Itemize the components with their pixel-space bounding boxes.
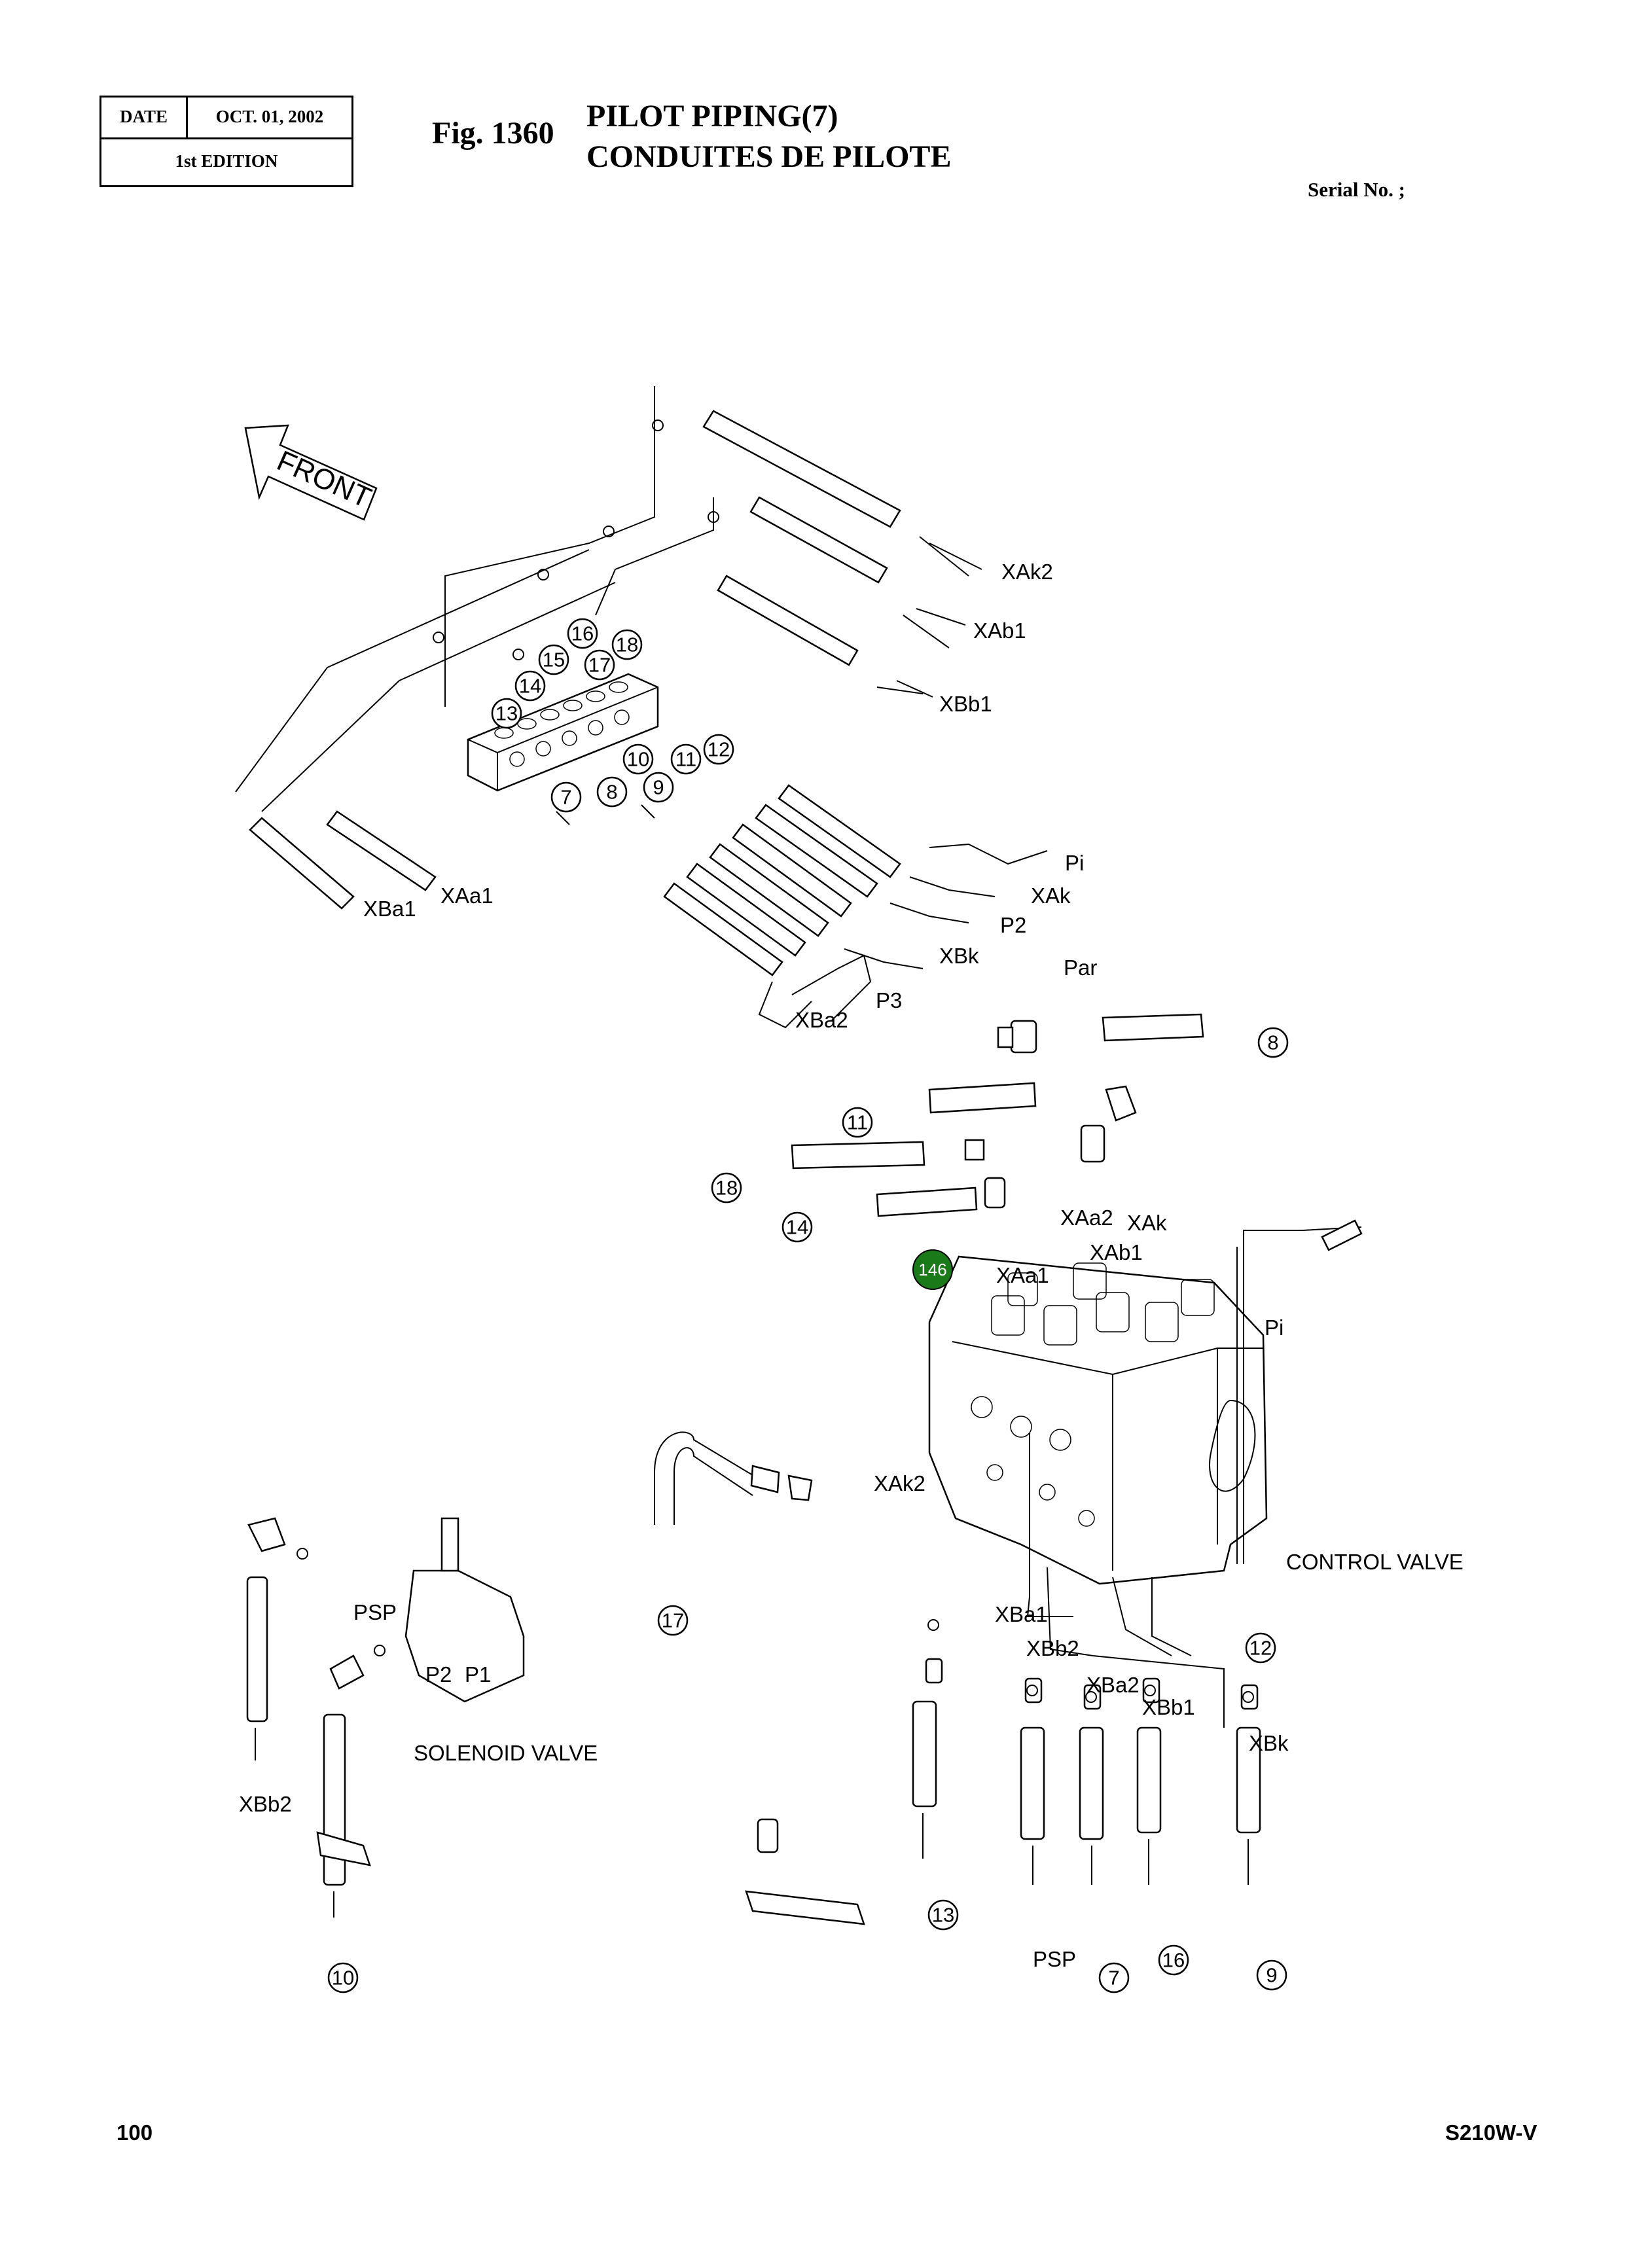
valve-ref-callouts: 8 11 18 14 17 12 10 13 7 16 9 [327, 1027, 1289, 1993]
callout-14: 14 [519, 675, 541, 698]
port-label-xaa1: XAa1 [440, 884, 494, 908]
solenoid-label-psp: PSP [353, 1600, 397, 1624]
valve-label-xbb1: XBb1 [1142, 1695, 1195, 1719]
callout-8: 8 [606, 781, 617, 804]
date-edition-box: DATE OCT. 01, 2002 1st EDITION [99, 96, 353, 187]
ref-callout-8: 8 [1267, 1031, 1278, 1054]
block-item-callouts: 16 18 15 17 14 13 10 11 12 7 8 9 [491, 618, 734, 813]
front-arrow: FRONT [244, 424, 378, 521]
port-label-p3: P3 [876, 988, 902, 1012]
ref-callout-7: 7 [1108, 1967, 1119, 1990]
title-english: PILOT PIPING(7) [586, 99, 838, 134]
callout-10: 10 [627, 748, 649, 771]
valve-label-xaa2: XAa2 [1060, 1205, 1113, 1230]
ref-callout-13: 13 [932, 1904, 954, 1927]
ref-callout-16: 16 [1162, 1949, 1185, 1972]
ref-callout-14: 14 [786, 1216, 808, 1239]
ref-callout-9: 9 [1266, 1964, 1277, 1987]
callout-13: 13 [495, 702, 518, 725]
highlight-callout-146[interactable]: 146 [912, 1249, 953, 1290]
callout-11: 11 [675, 748, 696, 771]
port-label-xba1: XBa1 [363, 897, 416, 921]
port-label-pi: Pi [1065, 851, 1084, 875]
valve-label-pi: Pi [1265, 1315, 1284, 1340]
callout-16: 16 [571, 622, 594, 645]
ref-callout-12: 12 [1249, 1637, 1272, 1660]
date-value: OCT. 01, 2002 [215, 107, 324, 126]
valve-label-xak2: XAk2 [874, 1471, 925, 1495]
valve-label-par: Par [1064, 955, 1097, 980]
valve-label-xba2: XBa2 [1086, 1673, 1140, 1697]
port-label-xab1: XAb1 [973, 618, 1026, 643]
valve-label-xbk: XBk [1249, 1731, 1289, 1755]
highlight-callout-text: 146 [918, 1260, 946, 1279]
date-label: DATE [101, 98, 188, 137]
ref-callout-11: 11 [847, 1111, 868, 1134]
port-label-p2: P2 [1000, 913, 1026, 937]
solenoid-valve-label: SOLENOID VALVE [414, 1741, 598, 1765]
port-label-psp-bottom: PSP [1033, 1947, 1076, 1971]
valve-label-xaa1: XAa1 [996, 1263, 1049, 1287]
solenoid-label-p2: P2 [425, 1662, 452, 1687]
callout-15: 15 [543, 649, 565, 671]
figure-number: Fig. 1360 [432, 116, 554, 151]
port-label-xba2: XBa2 [795, 1008, 848, 1032]
control-valve-body [928, 1255, 1268, 1585]
port-label-xak2: XAk2 [1001, 560, 1053, 584]
serial-number: Serial No. ; [1308, 178, 1405, 201]
callout-18: 18 [616, 634, 638, 656]
port-label-xak: XAk [1031, 884, 1071, 908]
valve-label-xba1: XBa1 [995, 1602, 1048, 1626]
valve-label-xak: XAk [1127, 1211, 1167, 1235]
edition-label: 1st EDITION [175, 151, 278, 171]
port-label-xbk: XBk [939, 944, 979, 968]
ref-callout-10: 10 [332, 1967, 354, 1990]
callout-9: 9 [653, 776, 664, 799]
callout-12: 12 [708, 738, 730, 761]
port-label-xbb2-left: XBb2 [239, 1792, 292, 1816]
title-french: CONDUITES DE PILOTE [586, 139, 952, 174]
control-valve-label: CONTROL VALVE [1286, 1550, 1463, 1574]
page-number: 100 [117, 2120, 153, 2145]
distribution-block [467, 673, 659, 792]
ref-callout-17: 17 [662, 1609, 684, 1632]
valve-label-xbb2: XBb2 [1026, 1636, 1079, 1660]
solenoid-label-p1: P1 [465, 1662, 491, 1687]
callout-7: 7 [560, 786, 571, 809]
front-label: FRONT [272, 444, 376, 514]
ref-callout-18: 18 [715, 1177, 738, 1200]
model-number: S210W-V [1445, 2120, 1537, 2145]
valve-label-xab1: XAb1 [1090, 1240, 1143, 1264]
port-label-xbb1: XBb1 [939, 692, 992, 716]
callout-17: 17 [588, 654, 611, 677]
